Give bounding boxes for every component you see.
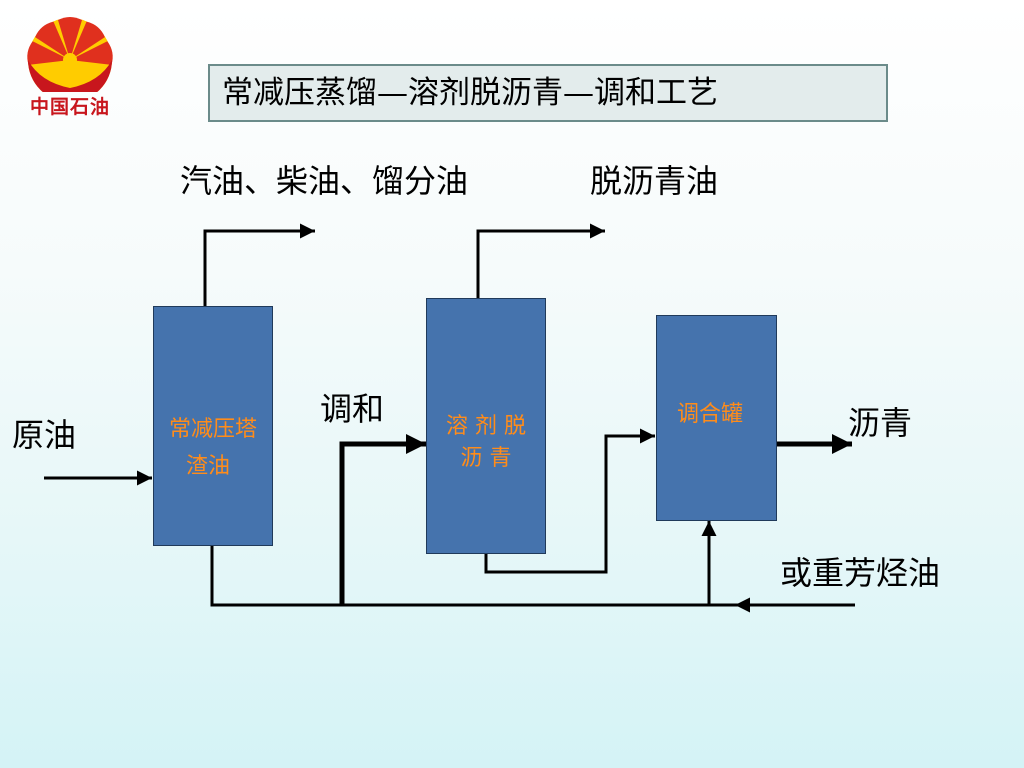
blending-tank (656, 315, 777, 521)
cnpc-emblem-icon (27, 17, 113, 102)
deasphalt-feed-line (339, 434, 426, 605)
solvent-deasphalting-unit (426, 298, 546, 554)
residue-bottom-line (210, 546, 855, 607)
deasphalt-unit-label-1: 溶 剂 脱 (446, 414, 526, 439)
blend-label: 调和 (320, 390, 385, 428)
asphalt-product-label: 沥青 (848, 404, 913, 442)
top-products-label: 汽油、柴油、馏分油 (180, 162, 469, 200)
atmospheric-vacuum-tower (153, 306, 273, 546)
distill-overhead-line (203, 223, 315, 306)
asphalt-transfer-line (484, 428, 655, 574)
dao-overhead-line (476, 223, 605, 298)
deasphalted-oil-label: 脱沥青油 (590, 162, 719, 200)
blend-tank-label: 调合罐 (676, 402, 743, 427)
logo-text: 中国石油 (29, 96, 110, 118)
deasphalt-unit-label-2: 沥 青 (460, 446, 512, 471)
aromatic-oil-label: 或重芳烃油 (780, 554, 941, 592)
distill-unit-label-2: 渣油 (185, 454, 230, 479)
page-title: 常减压蒸馏—溶剂脱沥青—调和工艺 (208, 64, 888, 122)
crude-oil-label: 原油 (12, 416, 77, 454)
cnpc-logo: 中国石油 (8, 2, 132, 120)
distill-unit-label-1: 常减压塔 (168, 417, 257, 442)
